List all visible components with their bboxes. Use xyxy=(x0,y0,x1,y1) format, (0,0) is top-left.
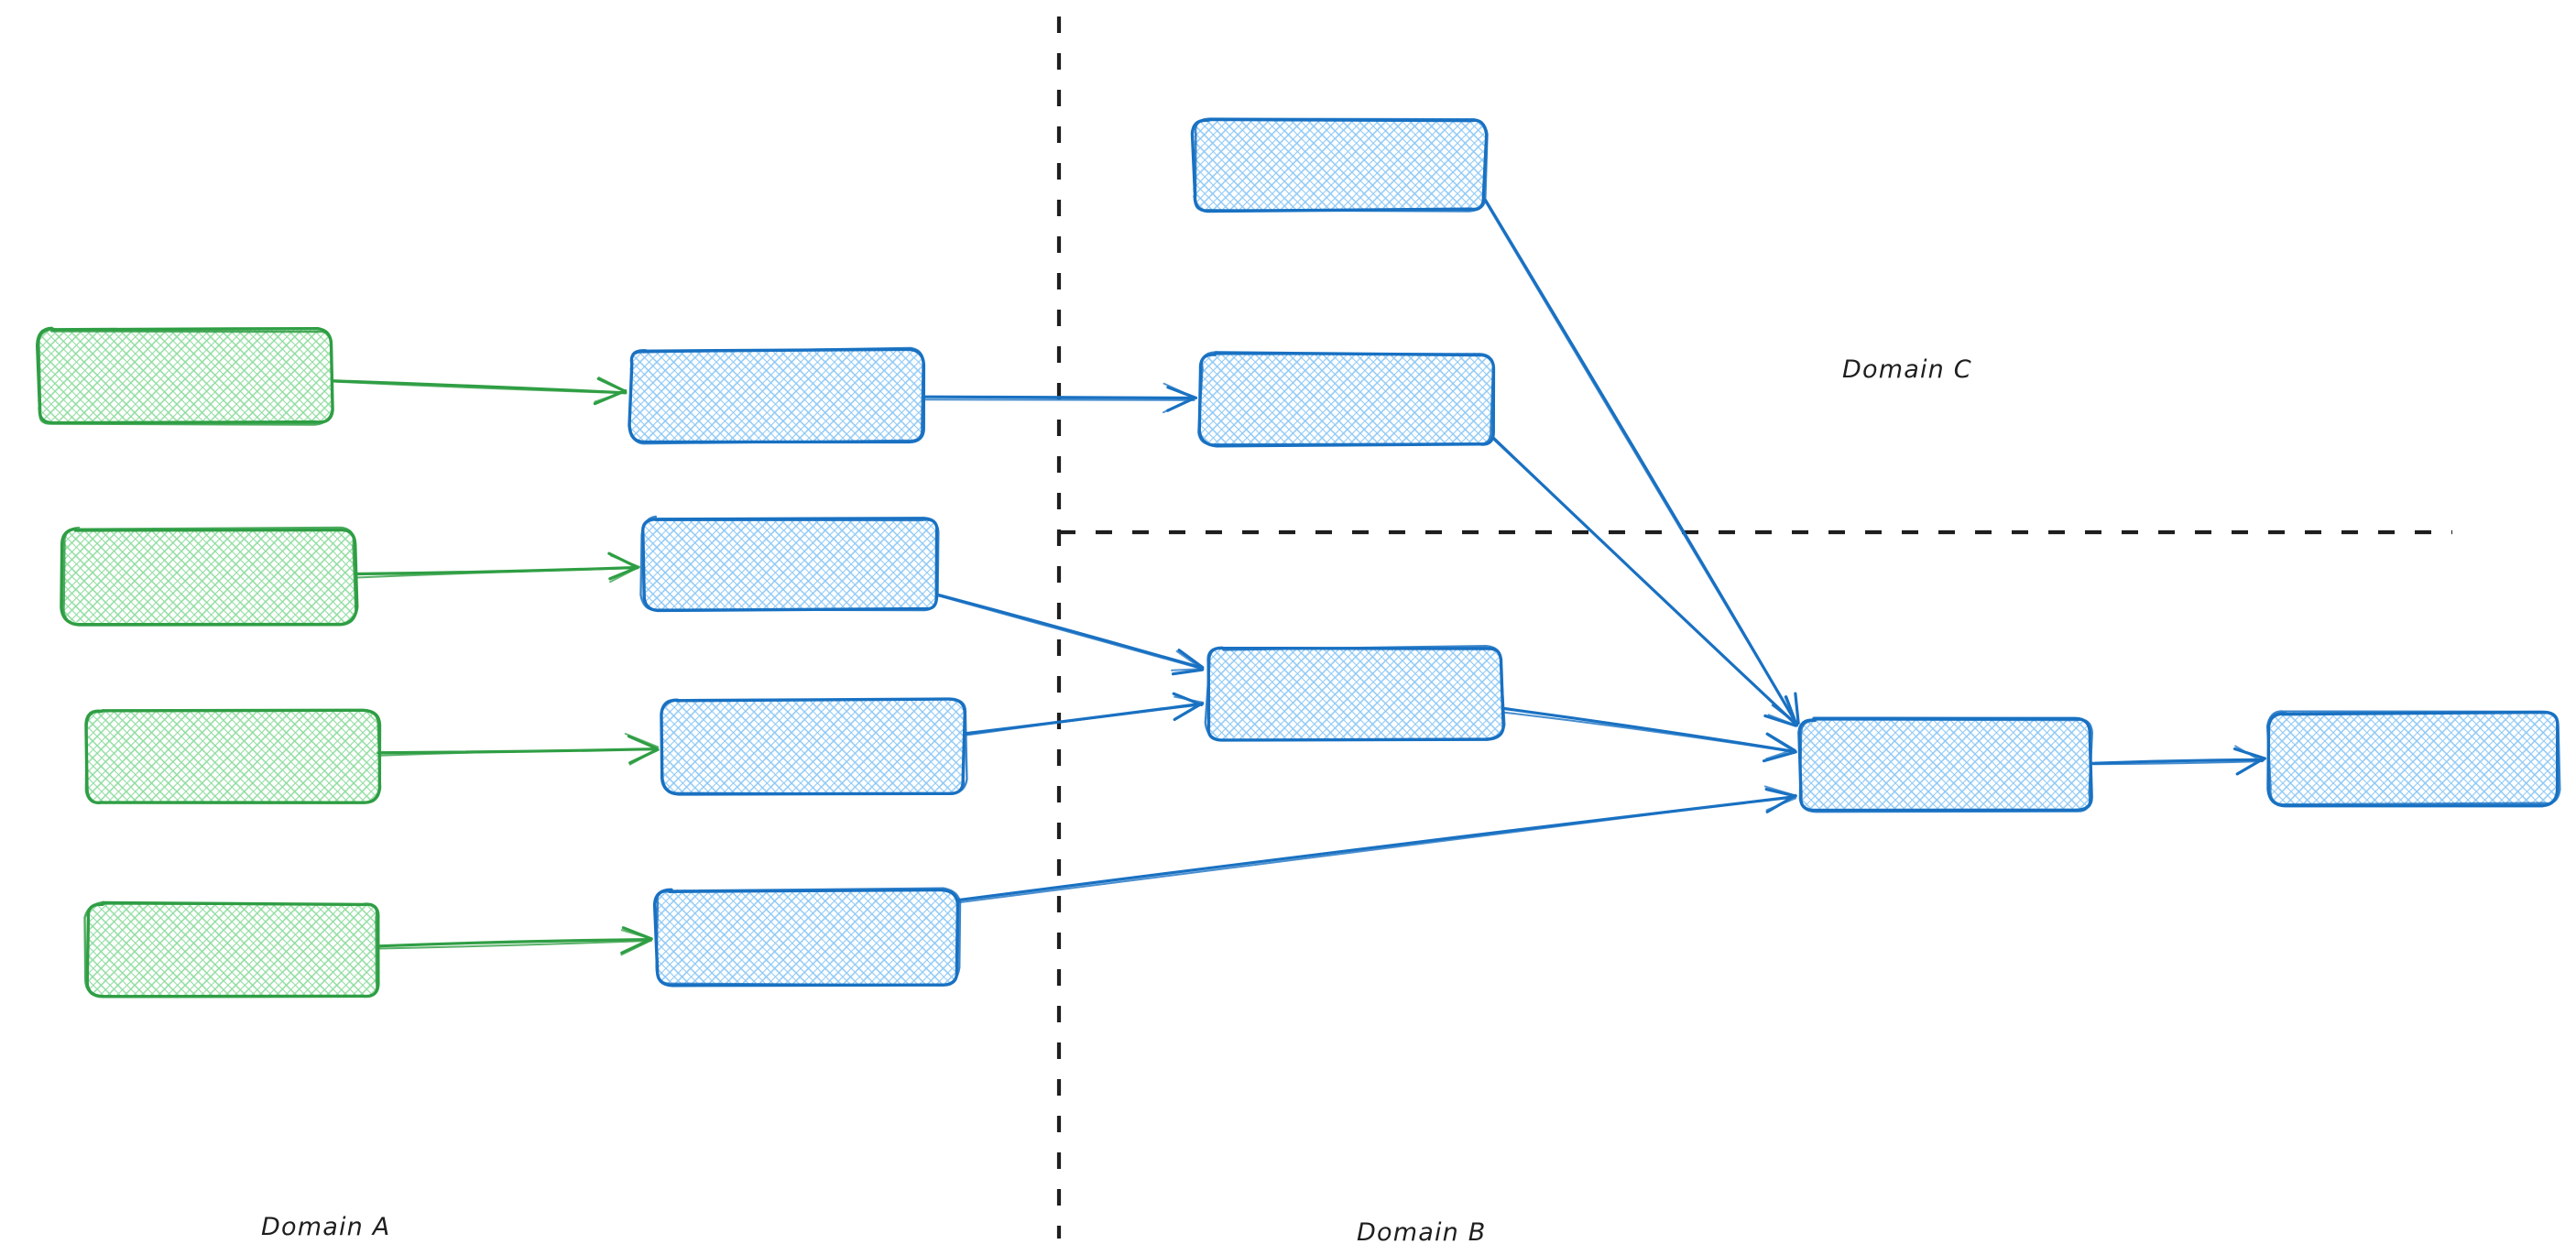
edge-e-mid3-blow[interactable] xyxy=(963,692,1205,737)
node-merge[interactable] xyxy=(1797,716,2093,813)
node-src-2[interactable] xyxy=(60,526,359,627)
edge-e-bmid-merge[interactable] xyxy=(1491,435,1799,727)
edge-e-btop-merge[interactable] xyxy=(1483,198,1800,726)
node-mid-2[interactable] xyxy=(639,515,940,613)
edge-e-src2-mid2[interactable] xyxy=(355,551,640,584)
domain-label-domain-c: Domain C xyxy=(1842,355,1972,384)
node-b-top[interactable] xyxy=(1190,117,1489,213)
node-mid-1[interactable] xyxy=(628,346,926,445)
node-src-3[interactable] xyxy=(84,708,382,804)
node-b-low[interactable] xyxy=(1204,644,1506,742)
edge-e-src4-mid4[interactable] xyxy=(377,926,653,956)
node-src-1[interactable] xyxy=(36,326,334,426)
node-mid-4[interactable] xyxy=(652,887,962,988)
edge-e-merge-final[interactable] xyxy=(2090,745,2266,776)
domain-label-domain-a: Domain A xyxy=(261,1213,391,1241)
domain-label-domain-b: Domain B xyxy=(1357,1218,1487,1247)
node-final[interactable] xyxy=(2265,710,2561,808)
edge-e-mid2-blow[interactable] xyxy=(934,593,1205,676)
edge-e-mid1-bmid[interactable] xyxy=(921,382,1198,414)
node-src-4[interactable] xyxy=(83,900,380,999)
edge-e-mid4-merge[interactable] xyxy=(956,785,1797,904)
node-mid-3[interactable] xyxy=(660,697,968,796)
edge-e-blow-merge[interactable] xyxy=(1501,706,1797,763)
edge-e-src3-mid3[interactable] xyxy=(377,732,660,766)
edge-e-src1-mid1[interactable] xyxy=(331,376,628,406)
node-b-mid[interactable] xyxy=(1197,351,1496,448)
